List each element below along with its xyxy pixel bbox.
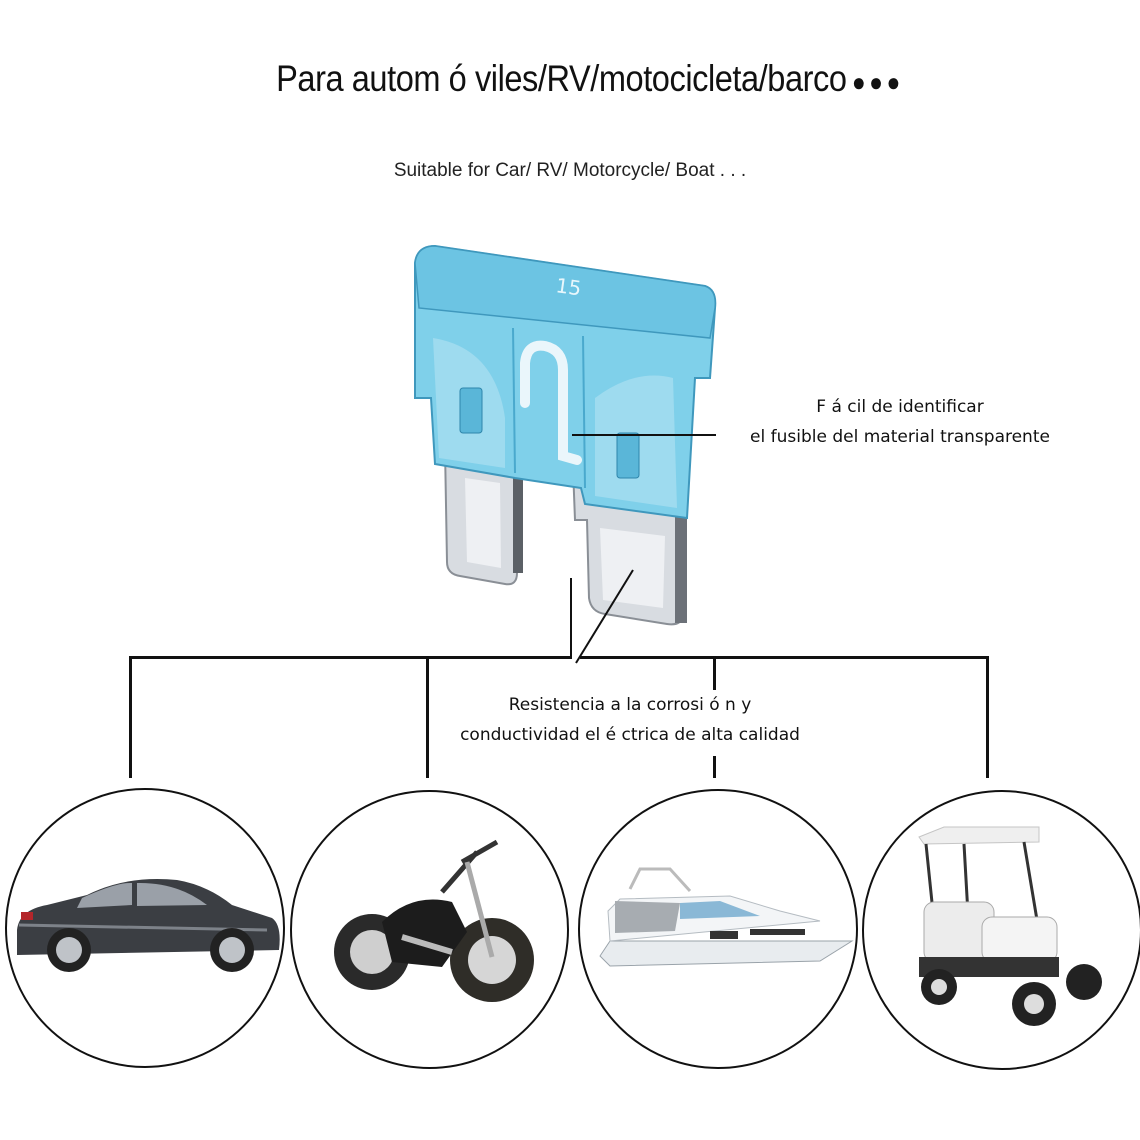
- callout-corrosion-line1: Resistencia a la corrosi ó n y: [508, 695, 752, 715]
- callout-transparent-line2: el fusible del material transparente: [750, 427, 1050, 447]
- title-dots: ●●●: [851, 67, 904, 97]
- application-motorcycle: [290, 790, 569, 1069]
- callout-corrosion: Resistencia a la corrosi ó n y conductiv…: [420, 690, 840, 750]
- rating-label: 15: [554, 273, 583, 300]
- application-boat: [578, 789, 858, 1069]
- callout-corrosion-line2: conductividad el é ctrica de alta calida…: [460, 725, 800, 745]
- motorcycle-icon: [334, 839, 534, 1002]
- fuse-image: 15: [405, 228, 725, 628]
- connector-horizontal-left: [129, 656, 572, 659]
- callout-transparent: F á cil de identificar el fusible del ma…: [730, 392, 1070, 452]
- golf-cart-icon: [918, 826, 1102, 1026]
- page-title: Para autom ó viles/RV/motocicleta/barco●…: [71, 58, 1109, 100]
- connector-drop-boat-bottom: [713, 756, 716, 778]
- connector-drop-car: [129, 656, 132, 778]
- connector-drop-boat-top: [713, 656, 716, 690]
- connector-vertical-main: [570, 578, 572, 658]
- car-icon: [17, 879, 280, 972]
- boat-icon: [599, 867, 854, 967]
- blade-fuse-icon: 15: [414, 244, 717, 626]
- connector-diagonal: [575, 569, 634, 664]
- title-text: Para autom ó viles/RV/motocicleta/barco: [276, 58, 847, 99]
- application-golf-cart: [862, 790, 1140, 1070]
- subtitle: Suitable for Car/ RV/ Motorcycle/ Boat .…: [393, 160, 747, 181]
- connector-drop-motorcycle: [426, 656, 429, 778]
- connector-horizontal-right: [580, 656, 989, 659]
- callout-line-transparent: [572, 434, 716, 436]
- callout-transparent-line1: F á cil de identificar: [816, 397, 984, 417]
- connector-drop-golf-cart: [986, 656, 989, 778]
- application-car: [5, 788, 285, 1068]
